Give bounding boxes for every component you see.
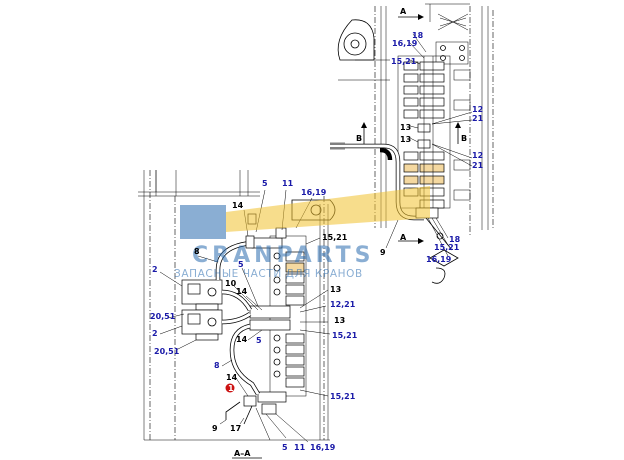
part-label: 18 (412, 31, 424, 40)
part-label: 12,21 (330, 300, 356, 309)
part-label: 8 (194, 247, 200, 256)
part-label: 8 (214, 361, 220, 370)
section-marker-a-top: A (400, 7, 407, 16)
part-label: 2 (152, 265, 158, 274)
part-label: 16,19 (426, 255, 452, 264)
part-label: 13 (334, 316, 345, 325)
callout-circle (225, 383, 235, 393)
part-label: 15,21 (434, 243, 460, 252)
watermark-tagline: ЗАПАСНЫЕ ЧАСТИ ДЛЯ КРАНОВ (174, 268, 363, 280)
part-label: 17 (230, 424, 241, 433)
part-label: 12 (472, 151, 483, 160)
labels-left: 5 11 16,19 14 8 15,21 2 5 10 14 13 12,21… (150, 179, 358, 458)
view-title: A–A (234, 449, 251, 458)
part-label: 13 (400, 135, 411, 144)
part-label: 14 (236, 335, 248, 344)
part-label: 10 (225, 279, 237, 288)
part-label: 21 (472, 114, 484, 123)
part-label: 5 (262, 179, 268, 188)
nut-symbol (429, 249, 459, 284)
part-label: 14 (232, 201, 244, 210)
valve-block-lower (181, 309, 223, 341)
section-marker-b-left: B (356, 134, 362, 143)
part-label: 16,19 (310, 443, 336, 452)
section-marker-b-right: B (461, 134, 467, 143)
part-label: 11 (294, 443, 306, 452)
part-label: 20,51 (150, 312, 176, 321)
part-label: 9 (380, 248, 386, 257)
valve-block-upper (181, 279, 223, 311)
part-label: 16,19 (392, 39, 418, 48)
part-label: 15,21 (332, 331, 358, 340)
callout-number: 1 (228, 384, 234, 393)
valve-stack-right (397, 55, 451, 209)
watermark-brand: CRANPARTS (192, 243, 374, 268)
section-marker-a-bottom: A (400, 233, 407, 242)
manifold-column (249, 235, 307, 403)
part-label: 13 (330, 285, 341, 294)
part-label: 12 (472, 105, 483, 114)
labels-right: A A B B 18 16,19 15,21 12 21 13 13 12 21… (356, 7, 484, 264)
watermark-logo-block (180, 205, 226, 239)
part-label: 5 (238, 260, 244, 269)
part-label: 20,51 (154, 347, 180, 356)
callout-marker-1: 1 (225, 383, 235, 393)
part-label: 14 (236, 287, 248, 296)
part-label: 18 (449, 235, 461, 244)
rotary-disc (337, 19, 375, 61)
part-label: 21 (472, 161, 484, 170)
part-label: 15,21 (391, 57, 417, 66)
part-label: 15,21 (330, 392, 356, 401)
part-label: 2 (152, 329, 158, 338)
part-label: 5 (282, 443, 288, 452)
bracket-cross (435, 13, 469, 65)
part-label: 14 (226, 373, 238, 382)
part-label: 15,21 (322, 233, 348, 242)
part-label: 16,19 (301, 188, 327, 197)
watermark-logo-wing (226, 186, 430, 232)
watermark: CRANPARTS ЗАПАСНЫЕ ЧАСТИ ДЛЯ КРАНОВ (174, 186, 430, 280)
part-label: 9 (212, 424, 218, 433)
part-label: 13 (400, 123, 411, 132)
part-label: 11 (282, 179, 294, 188)
part-label: 5 (256, 336, 262, 345)
